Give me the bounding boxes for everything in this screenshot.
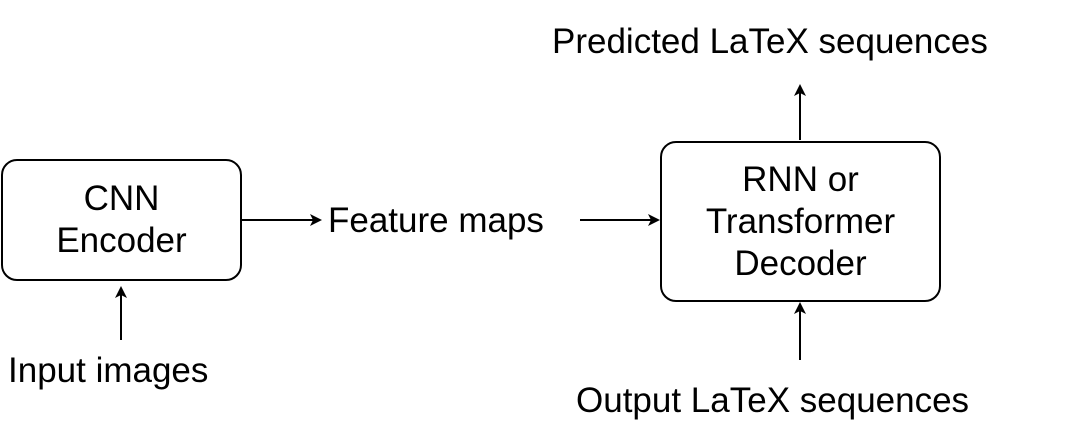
decoder-line1: RNN or: [742, 159, 859, 199]
cnn-encoder-line1: CNN: [83, 179, 160, 218]
output-latex-label: Output LaTeX sequences: [576, 381, 970, 420]
cnn-encoder-line2: Encoder: [56, 221, 187, 260]
predicted-latex-label: Predicted LaTeX sequences: [552, 22, 988, 61]
input-images-label: Input images: [8, 351, 209, 390]
decoder-box: RNN or Transformer Decoder: [660, 141, 941, 302]
feature-maps-label: Feature maps: [328, 201, 544, 240]
decoder-line2: Transformer: [705, 201, 896, 241]
cnn-encoder-box: CNN Encoder: [1, 159, 242, 281]
decoder-line3: Decoder: [734, 243, 867, 283]
